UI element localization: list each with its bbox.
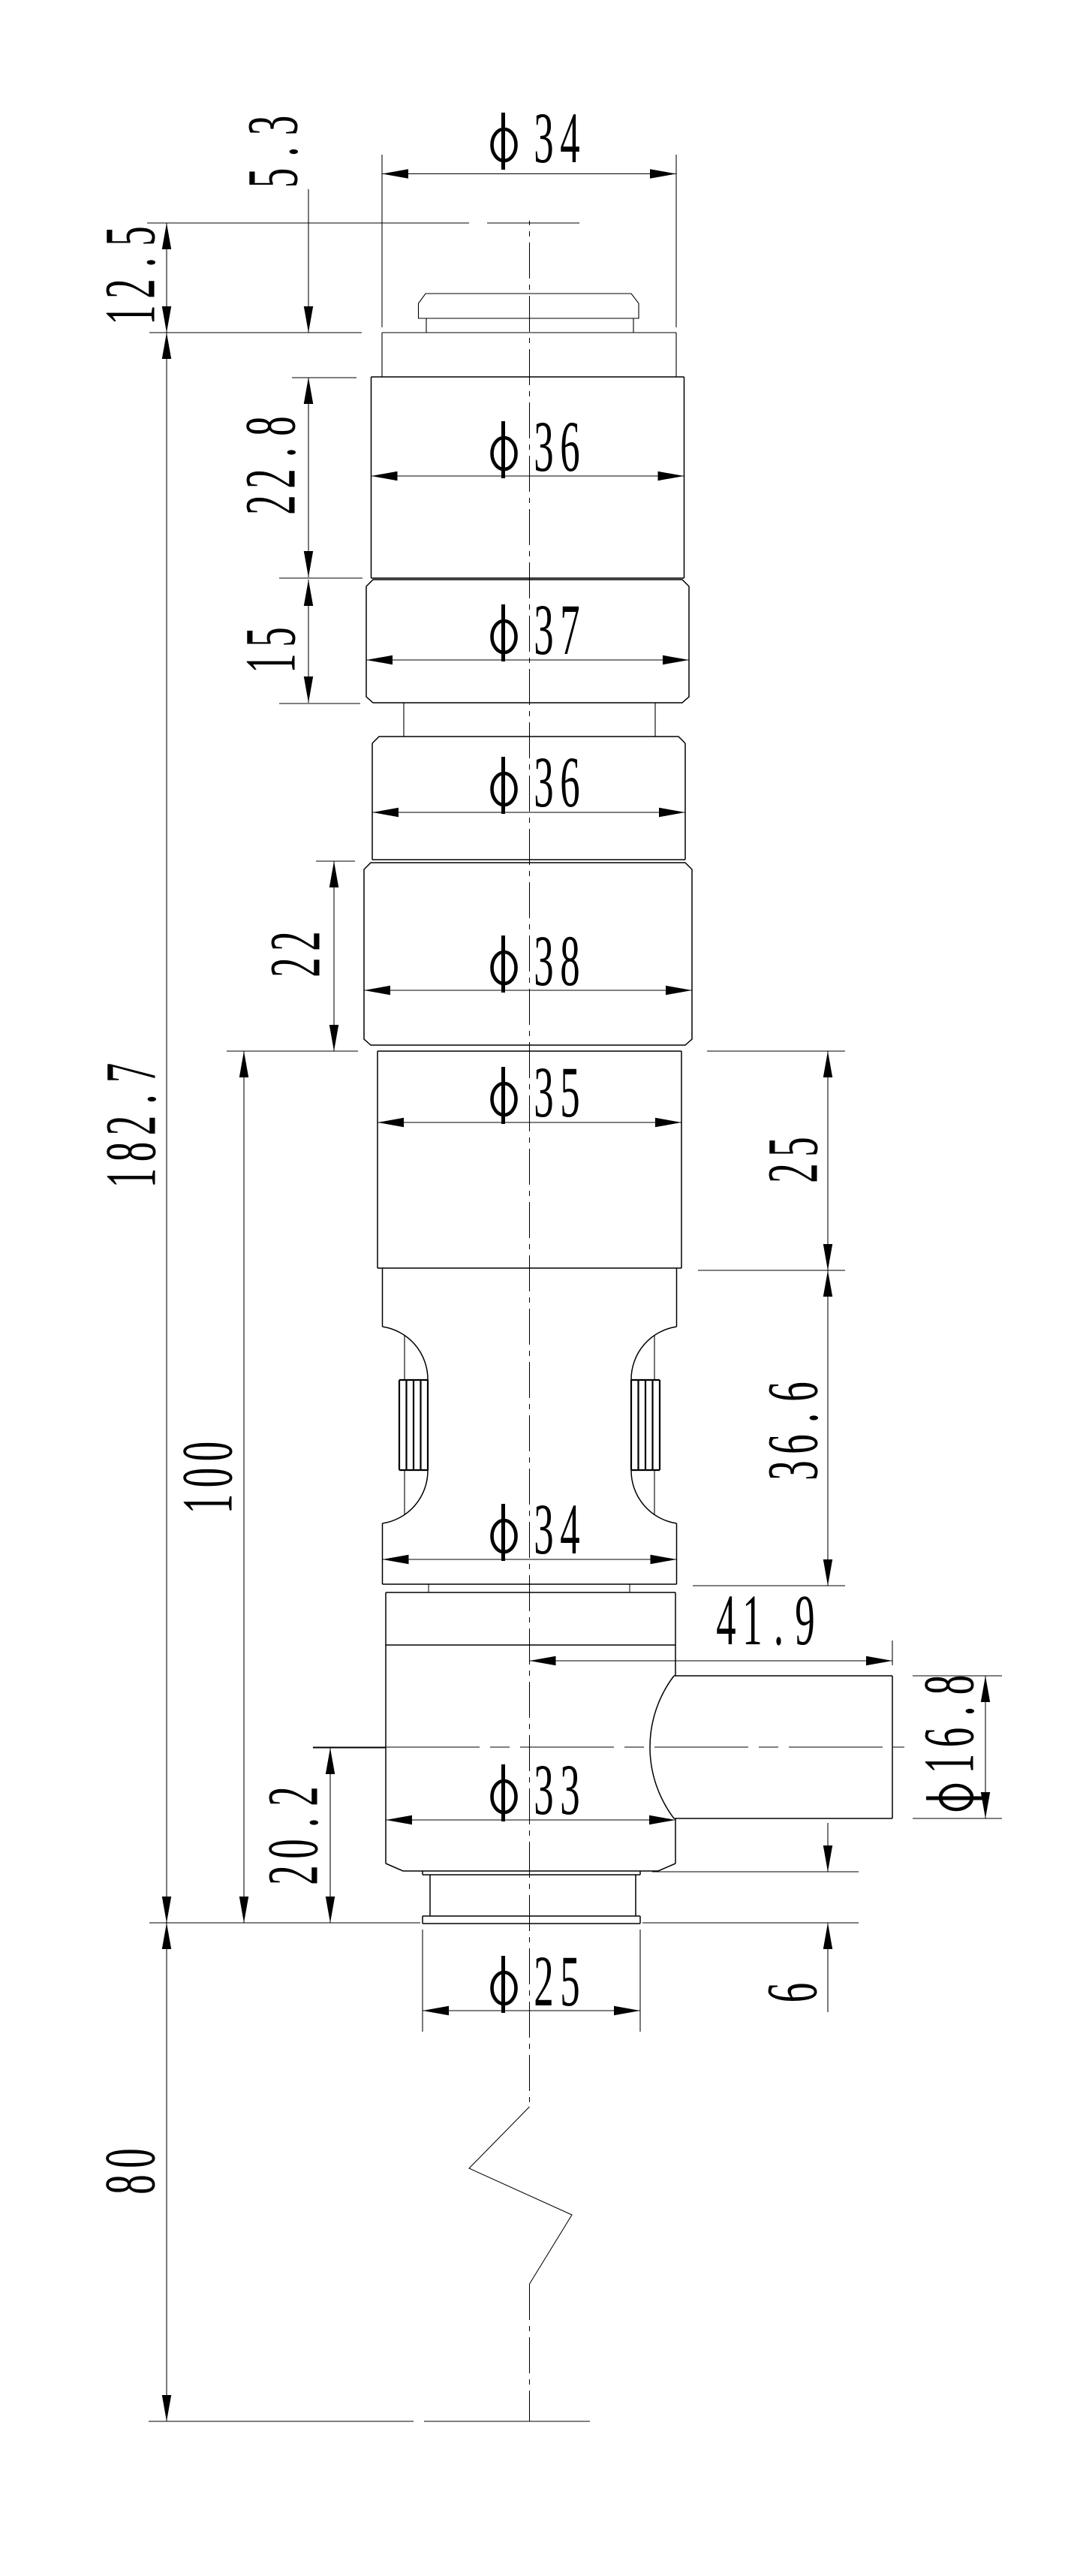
svg-text:6: 6 xyxy=(752,1983,832,2002)
svg-text:5.3: 5.3 xyxy=(233,116,313,188)
svg-text:182.7: 182.7 xyxy=(91,1063,171,1188)
svg-text:100: 100 xyxy=(167,1442,248,1514)
